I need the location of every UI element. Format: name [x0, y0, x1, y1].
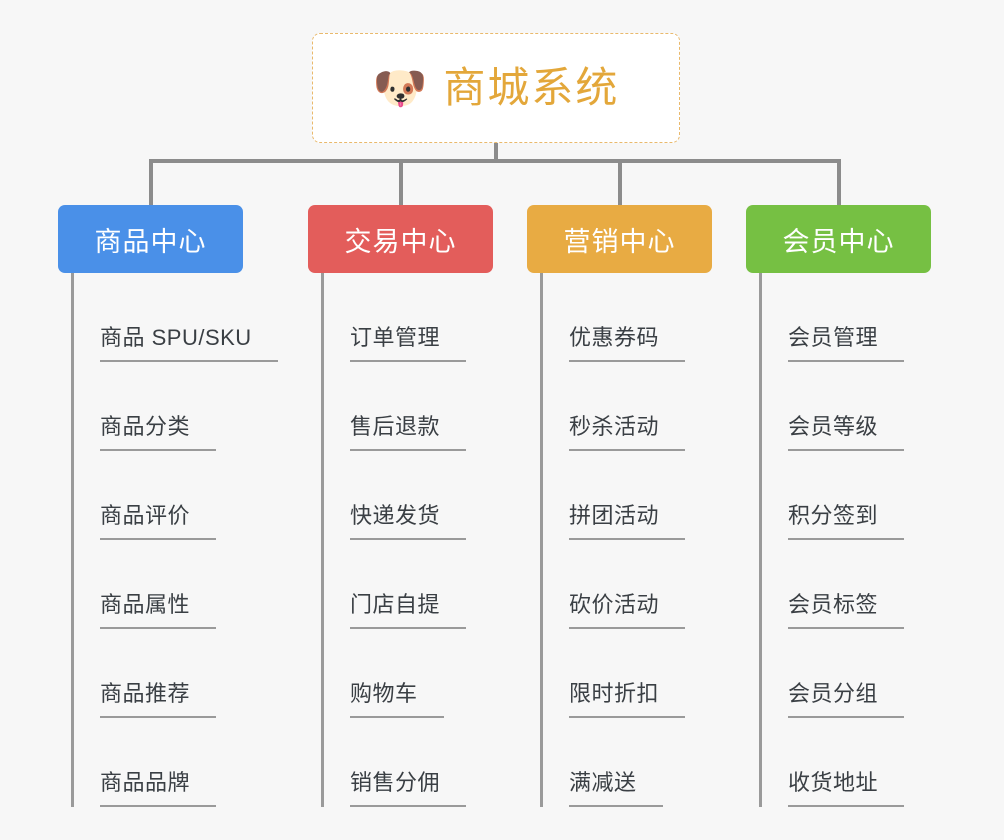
leaf-item[interactable]: 砍价活动	[541, 540, 686, 629]
leaf-item[interactable]: 商品分类	[72, 362, 217, 451]
leaf-item[interactable]: 订单管理	[322, 273, 467, 362]
leaf-item-label: 门店自提	[350, 592, 467, 629]
leaf-item[interactable]: 门店自提	[322, 540, 467, 629]
category-box-marketing-center[interactable]: 营销中心	[527, 205, 712, 273]
leaf-item[interactable]: 售后退款	[322, 362, 467, 451]
leaf-item[interactable]: 限时折扣	[541, 629, 686, 718]
leaf-item[interactable]: 销售分佣	[322, 718, 467, 807]
leaf-item-label: 商品品牌	[100, 770, 217, 807]
leaf-item[interactable]: 快递发货	[322, 451, 467, 540]
category-label: 交易中心	[344, 226, 457, 257]
branch-drop-connector-trade-center	[398, 159, 403, 205]
leaf-item[interactable]: 商品 SPU/SKU	[72, 273, 278, 362]
root-node-title: 商城系统	[443, 64, 620, 111]
leaf-item[interactable]: 会员管理	[760, 273, 905, 362]
leaf-item-label: 商品推荐	[100, 681, 217, 718]
horizontal-bus-connector	[149, 159, 840, 163]
leaf-item[interactable]: 秒杀活动	[541, 362, 686, 451]
leaf-item[interactable]: 会员标签	[760, 540, 905, 629]
leaf-item-label: 优惠券码	[569, 325, 686, 362]
leaf-item-label: 会员管理	[788, 325, 905, 362]
branch-drop-connector-member-center	[836, 159, 841, 205]
leaf-item-label: 商品 SPU/SKU	[100, 325, 278, 362]
leaf-item[interactable]: 优惠券码	[541, 273, 686, 362]
leaf-item[interactable]: 满减送	[541, 718, 663, 807]
leaf-item-label: 会员标签	[788, 592, 905, 629]
leaf-item[interactable]: 拼团活动	[541, 451, 686, 540]
category-box-product-center[interactable]: 商品中心	[58, 205, 243, 273]
category-label: 会员中心	[782, 226, 895, 257]
leaf-item[interactable]: 会员等级	[760, 362, 905, 451]
branch-drop-connector-marketing-center	[617, 159, 622, 205]
leaf-item-label: 购物车	[350, 681, 444, 718]
leaf-item-label: 秒杀活动	[569, 414, 686, 451]
leaf-item-label: 限时折扣	[569, 681, 686, 718]
root-stem-connector	[494, 143, 498, 162]
leaf-item-label: 会员等级	[788, 414, 905, 451]
dog-face-icon: 🐶	[372, 64, 428, 113]
root-node-card[interactable]: 🐶 商城系统	[312, 33, 680, 143]
leaf-item[interactable]: 购物车	[322, 629, 444, 718]
leaf-item[interactable]: 商品品牌	[72, 718, 217, 807]
category-label: 营销中心	[563, 226, 676, 257]
leaf-item-label: 快递发货	[350, 503, 467, 540]
branch-spine-product-center	[71, 273, 74, 807]
leaf-item-label: 售后退款	[350, 414, 467, 451]
leaf-item[interactable]: 商品评价	[72, 451, 217, 540]
leaf-item-label: 商品属性	[100, 592, 217, 629]
leaf-item[interactable]: 积分签到	[760, 451, 905, 540]
branch-spine-trade-center	[321, 273, 324, 807]
leaf-item-label: 拼团活动	[569, 503, 686, 540]
leaf-item[interactable]: 商品属性	[72, 540, 217, 629]
leaf-item-label: 商品评价	[100, 503, 217, 540]
category-label: 商品中心	[94, 226, 207, 257]
leaf-item[interactable]: 商品推荐	[72, 629, 217, 718]
branch-drop-connector-product-center	[148, 159, 153, 205]
leaf-item-label: 积分签到	[788, 503, 905, 540]
leaf-item[interactable]: 会员分组	[760, 629, 905, 718]
category-box-trade-center[interactable]: 交易中心	[308, 205, 493, 273]
leaf-item-label: 订单管理	[350, 325, 467, 362]
leaf-item-label: 满减送	[569, 770, 663, 807]
leaf-item[interactable]: 收货地址	[760, 718, 905, 807]
leaf-item-label: 砍价活动	[569, 592, 686, 629]
leaf-item-label: 收货地址	[788, 770, 905, 807]
leaf-item-label: 销售分佣	[350, 770, 467, 807]
leaf-item-label: 商品分类	[100, 414, 217, 451]
branch-spine-member-center	[759, 273, 762, 807]
category-box-member-center[interactable]: 会员中心	[746, 205, 931, 273]
branch-spine-marketing-center	[540, 273, 543, 807]
leaf-item-label: 会员分组	[788, 681, 905, 718]
